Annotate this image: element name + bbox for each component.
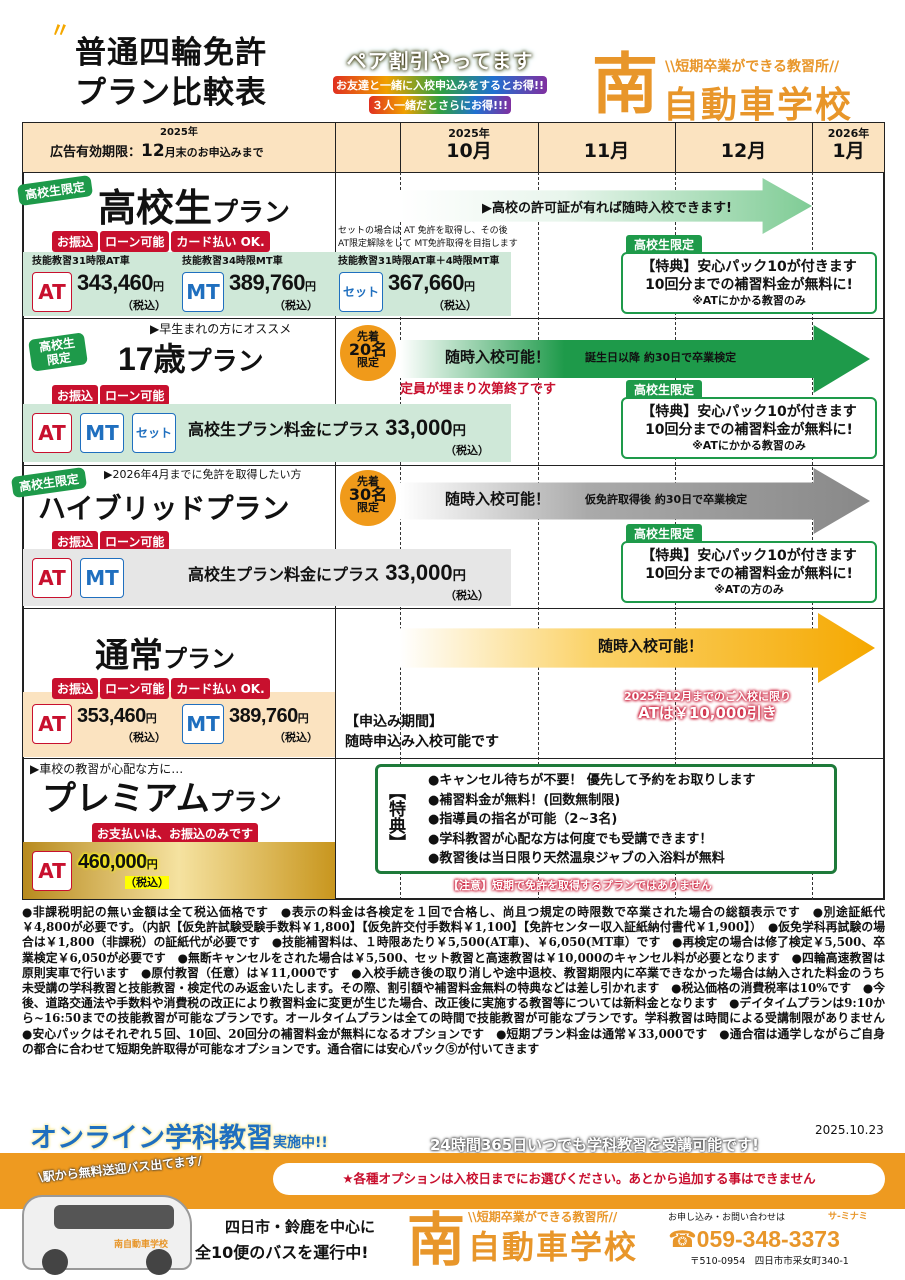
pair-line2: ３人一緒だとさらにお得!!! bbox=[368, 96, 512, 114]
payment-tags: お振込ローン可能カード払い OK. bbox=[52, 231, 272, 252]
page-title: 普通四輪免許 bbox=[75, 35, 267, 71]
footer-logo-name: 自動車学校 bbox=[468, 1228, 639, 1266]
set-badge: セット bbox=[132, 413, 176, 453]
issue-date: 2025.10.23 bbox=[815, 1123, 884, 1137]
option-notice: ★各種オプションは入校日までにお選びください。あとから追加する事はできません bbox=[273, 1163, 885, 1195]
sparkle-icon: 〃 bbox=[50, 18, 70, 42]
payment-tags: お振込ローン可能 bbox=[52, 385, 171, 406]
fine-print-notes: ●非課税明記の無い金額は全て税込価格です ●表示の料金は各検定を１回で合格し、尚… bbox=[22, 905, 897, 1056]
bus-logo: 南自動車学校 bbox=[114, 1240, 169, 1250]
tax-label: （税込） bbox=[445, 589, 489, 602]
tax-label: （税込） bbox=[433, 299, 477, 312]
at-badge: AT bbox=[32, 413, 72, 453]
hybrid-lead: ▶2026年4月までに免許を取得したい方 bbox=[104, 468, 302, 481]
at-price: 343,460円 bbox=[77, 270, 164, 295]
logo-name: 自動車学校 bbox=[663, 85, 854, 126]
tax-label: （税込） bbox=[122, 299, 166, 312]
premium-price: 460,000円 bbox=[78, 851, 158, 873]
logo-tagline: \\短期卒業ができる教習所// bbox=[665, 59, 840, 75]
at-lessons-note: 技能教習31時限AT車 bbox=[32, 256, 130, 267]
plan-title-premium: プレミアムプラン bbox=[42, 779, 282, 819]
online-course-title: オンライン学科教習実施中!! bbox=[30, 1123, 328, 1154]
application-period: 【申込み期間】随時申込み入校可能です bbox=[345, 714, 499, 750]
plan-title-normal: 通常プラン bbox=[95, 636, 235, 676]
bus-illustration: 南自動車学校 bbox=[22, 1195, 192, 1275]
premium-caution: 【注意】短期で免許を取得するプランではありません bbox=[448, 879, 712, 892]
tax-label: （税込） bbox=[274, 731, 318, 744]
hs-only-tag: 高校生限定 bbox=[626, 524, 703, 543]
arrow-main: 随時入校可能！ bbox=[598, 637, 704, 655]
contact-label: お申し込み・お問い合わせは bbox=[668, 1213, 786, 1223]
payment-tags: お振込ローン可能 bbox=[52, 531, 171, 552]
at-badge: AT bbox=[32, 558, 72, 598]
footer-logo-tagline: \\短期卒業ができる教習所// bbox=[468, 1210, 618, 1224]
at-badge: AT bbox=[32, 851, 72, 891]
bonus-label: 【特典】 bbox=[385, 783, 405, 851]
hs-only-tag: 高校生限定 bbox=[626, 380, 703, 399]
tax-label: （税込） bbox=[122, 731, 166, 744]
online-tagline: 24時間365日いつでも学科教習を受講可能です! bbox=[430, 1136, 760, 1154]
age17-price: 高校生プラン料金にプラス 33,000円 bbox=[188, 415, 466, 440]
arrow-sub: 誕生日以降 約30日で卒業検定 bbox=[585, 351, 737, 364]
validity-year: 2025年 bbox=[160, 127, 198, 138]
bus-service: 四日市・鈴鹿を中心に全10便のバスを運行中! bbox=[195, 1218, 376, 1262]
plan-title-17: 17歳プラン bbox=[118, 341, 264, 377]
capacity-note: 定員が埋まり次第終了です bbox=[400, 382, 557, 397]
premium-bonus-box: 【特典】 ●キャンセル待ちが不要！ 優先して予約をお取りします●補習料金が無料！… bbox=[375, 764, 837, 874]
mt-badge: MT bbox=[80, 413, 124, 453]
bonus-list: ●キャンセル待ちが不要！ 優先して予約をお取りします●補習料金が無料！(回数無制… bbox=[428, 773, 756, 866]
address: 〒510-0954 四日市市采女町340-1 bbox=[690, 1256, 849, 1267]
age17-lead: ▶早生まれの方にオススメ bbox=[150, 322, 292, 336]
mt-lessons-note: 技能教習34時限MT車 bbox=[182, 256, 283, 267]
month-nov: 11月 bbox=[583, 140, 630, 162]
plan-title-hybrid: ハイブリッドプラン bbox=[38, 492, 290, 525]
tax-label: （税込） bbox=[274, 299, 318, 312]
mt-price: 389,760円 bbox=[229, 705, 309, 727]
page-subtitle: プラン比較表 bbox=[75, 75, 267, 111]
phone-number[interactable]: ☎059-348-3373 bbox=[668, 1226, 840, 1252]
mt-badge: MT bbox=[80, 558, 124, 598]
at-badge: AT bbox=[32, 704, 72, 744]
at-price: 353,460円 bbox=[77, 705, 157, 727]
footer-logo-mark: 南 bbox=[407, 1206, 466, 1274]
at-badge: AT bbox=[32, 272, 72, 312]
plan-title-koukousei: 高校生プラン bbox=[98, 186, 291, 230]
premium-lead: ▶車校の教習が心配な方に… bbox=[30, 762, 184, 776]
hybrid-price: 高校生プラン料金にプラス 33,000円 bbox=[188, 560, 466, 585]
month-dec: 12月 bbox=[720, 140, 767, 162]
set-price: 367,660円 bbox=[388, 270, 475, 295]
mt-price: 389,760円 bbox=[229, 270, 316, 295]
tax-label: （税込） bbox=[445, 444, 489, 457]
arrow-main: 随時入校可能！ bbox=[445, 348, 551, 366]
phone-reading: サ-ミナミ bbox=[828, 1212, 868, 1222]
hs-only-tag: 高校生限定 bbox=[626, 235, 703, 254]
payment-tags: お振込ローン可能カード払い OK. bbox=[52, 678, 272, 699]
koukousei-arrow-text: ▶高校の許可証が有れば随時入校できます! bbox=[482, 201, 732, 216]
payment-transfer-only: お支払いは、お振込のみです bbox=[92, 823, 259, 844]
mt-badge: MT bbox=[182, 704, 224, 744]
arrow-sub: 仮免許取得後 約30日で卒業検定 bbox=[585, 493, 748, 506]
pair-headline: ペア割引やってます bbox=[346, 49, 534, 73]
tax-label: （税込） bbox=[125, 876, 169, 889]
set-lessons-note: 技能教習31時限AT車＋4時限MT車 bbox=[338, 256, 500, 267]
pair-line1: お友達と一緒に入校申込みをするとお得!! bbox=[332, 76, 548, 94]
arrow-main: 随時入校可能！ bbox=[445, 490, 551, 508]
logo-mark: 南 bbox=[592, 46, 658, 123]
set-badge: セット bbox=[339, 272, 383, 312]
mt-badge: MT bbox=[182, 272, 224, 312]
pair-discount-banner: ペア割引やってます お友達と一緒に入校申込みをするとお得!! ３人一緒だとさらに… bbox=[305, 45, 575, 114]
validity-period: 広告有効期限：12月末のお申込みまで bbox=[50, 141, 264, 161]
